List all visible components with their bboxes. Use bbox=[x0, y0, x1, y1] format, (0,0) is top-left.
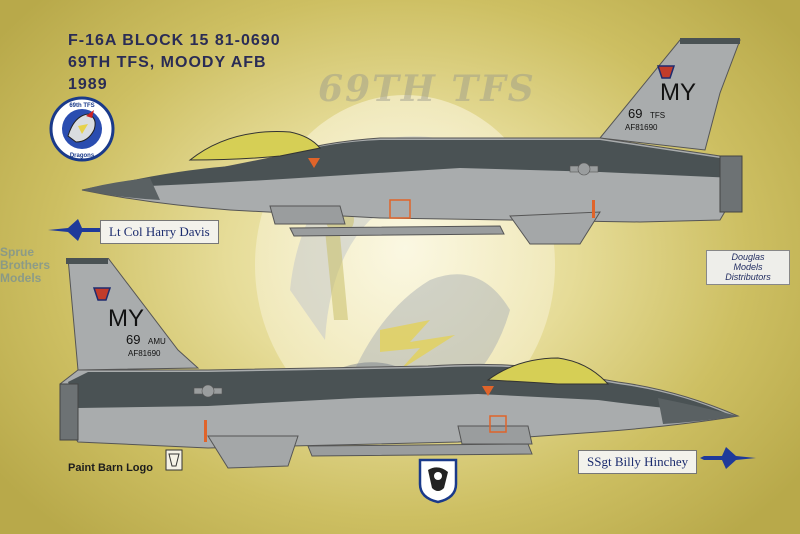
upper-jet-silhouette-icon bbox=[48, 219, 104, 241]
command-shield-logo bbox=[418, 458, 458, 504]
lower-jet-silhouette-icon bbox=[700, 447, 756, 469]
sprue-line1: Sprue bbox=[0, 245, 35, 259]
unit-title: 69TH TFS, MOODY AFB bbox=[68, 54, 267, 71]
distributor-line2: Models bbox=[733, 262, 763, 272]
distributor-logo: Douglas Models Distributors bbox=[706, 250, 790, 285]
aircraft-title: F-16A BLOCK 15 81-0690 bbox=[68, 32, 281, 49]
upper-tail-number: 69 bbox=[628, 106, 642, 121]
crew-chief-name-label: SSgt Billy Hinchey bbox=[578, 450, 698, 474]
pilot-name-label: Lt Col Harry Davis bbox=[100, 220, 219, 244]
patch-top-text: 69th TFS bbox=[69, 103, 94, 109]
sprue-line2: Brothers bbox=[0, 258, 51, 272]
sprue-brothers-watermark: Sprue Brothers Models bbox=[0, 246, 96, 288]
year-title: 1989 bbox=[68, 76, 108, 93]
upper-tail-unit: TFS bbox=[650, 111, 665, 120]
paint-barn-icon bbox=[165, 449, 183, 471]
sprue-line3: Models bbox=[0, 271, 42, 285]
paint-barn-label: Paint Barn Logo bbox=[68, 462, 153, 474]
upper-serial: AF81690 bbox=[625, 123, 658, 132]
patch-bottom-text: Dragons bbox=[70, 153, 95, 159]
lower-tail-number: 69 bbox=[126, 332, 140, 347]
upper-aircraft-profile: MY 69 TFS AF81690 bbox=[81, 38, 743, 245]
title-block: F-16A BLOCK 15 81-0690 69TH TFS, MOODY A… bbox=[68, 30, 281, 96]
distributor-line3: Distributors bbox=[725, 272, 771, 282]
lower-aircraft-profile: MY 69 AMU AF81690 bbox=[59, 258, 740, 469]
lower-tail-unit: AMU bbox=[148, 337, 166, 346]
distributor-line1: Douglas bbox=[731, 252, 765, 262]
lower-serial: AF81690 bbox=[128, 349, 161, 358]
lower-tail-code: MY bbox=[108, 305, 144, 332]
upper-national-insignia bbox=[569, 162, 599, 176]
squadron-patch-logo: 69th TFS Dragons bbox=[49, 96, 115, 162]
background-squadron-text: 69TH TFS bbox=[318, 68, 536, 110]
lower-national-insignia bbox=[193, 384, 223, 398]
upper-tail-code: MY bbox=[660, 79, 696, 106]
